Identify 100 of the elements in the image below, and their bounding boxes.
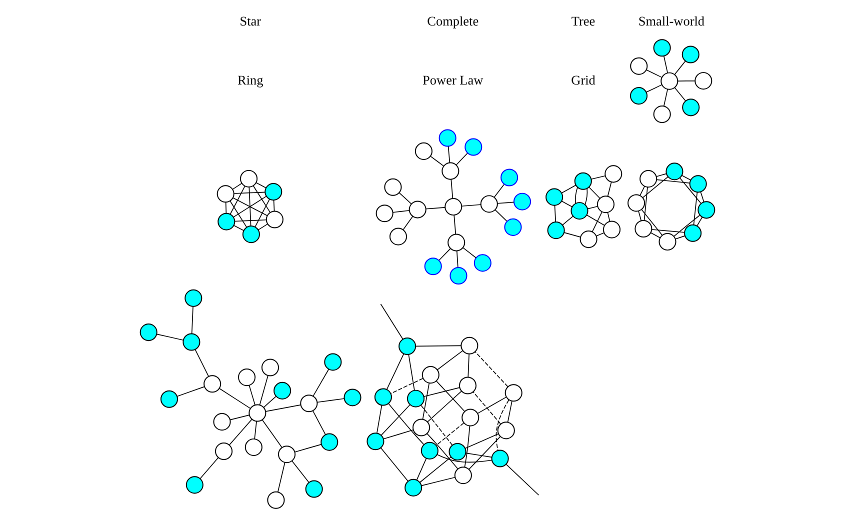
connector (561, 184, 576, 194)
connector (234, 192, 266, 194)
connector (386, 353, 404, 390)
node-circle (240, 170, 258, 188)
node-circle (630, 57, 648, 75)
connector (229, 418, 252, 446)
connector (638, 210, 642, 222)
node-circle (184, 289, 202, 307)
node-circle (454, 466, 472, 484)
connector (590, 175, 606, 180)
node-circle (140, 324, 158, 342)
connector (700, 191, 704, 202)
node-circle (438, 129, 456, 147)
connector (234, 225, 244, 231)
connector (607, 212, 610, 222)
node-circle (320, 433, 338, 451)
node-circle (513, 192, 532, 210)
node-circle (414, 142, 432, 160)
connector (464, 426, 470, 468)
node-circle (218, 212, 236, 230)
connector (419, 456, 452, 483)
connector (252, 185, 271, 213)
node-circle (408, 200, 426, 218)
connector (507, 400, 512, 423)
connector (650, 232, 661, 238)
node-circle (261, 358, 279, 376)
node-circle (658, 233, 676, 251)
connector (456, 250, 458, 268)
node-circle (216, 185, 234, 203)
connector (234, 219, 267, 222)
connector (416, 458, 427, 480)
connector (312, 368, 330, 397)
connector (273, 200, 275, 212)
node-circle (264, 183, 282, 201)
connector (416, 345, 462, 347)
connector (506, 464, 540, 496)
connector (663, 56, 668, 74)
connector (232, 182, 242, 190)
connector (248, 186, 252, 226)
connector (468, 354, 470, 378)
node-circle (398, 338, 416, 356)
connector (219, 388, 251, 409)
connector (421, 476, 456, 486)
connector (436, 350, 464, 370)
connector (176, 386, 205, 397)
label: Complete (427, 14, 479, 29)
node-circle (244, 438, 262, 456)
connector (392, 210, 410, 213)
node-circle (491, 450, 509, 468)
connector (254, 199, 270, 228)
node-circle (460, 336, 478, 354)
node-circle (448, 442, 466, 461)
connector (380, 304, 404, 340)
node-circle (160, 390, 178, 408)
label: Ring (238, 72, 264, 88)
node-circle (424, 258, 442, 276)
connector (554, 205, 556, 222)
connector (641, 209, 663, 236)
node-circle (694, 72, 712, 90)
connector (681, 174, 692, 180)
connector (376, 404, 382, 434)
connector (678, 80, 696, 82)
node-circle (213, 413, 231, 431)
node-circle (442, 162, 460, 180)
node-circle (630, 87, 648, 105)
connector (262, 419, 282, 448)
connector (225, 202, 227, 214)
node-circle (248, 404, 266, 422)
connector (674, 60, 686, 75)
connector (651, 229, 685, 233)
connector (607, 182, 612, 196)
connector (465, 452, 492, 458)
label: Tree (571, 14, 596, 29)
connector (430, 156, 444, 166)
connector (402, 216, 414, 230)
node-circle (689, 175, 707, 193)
node-circle (182, 333, 200, 351)
node-circle (412, 418, 430, 436)
node-circle (300, 394, 318, 412)
node-circle (497, 422, 515, 440)
connector (312, 410, 326, 436)
connector (230, 186, 246, 215)
connector (438, 248, 451, 261)
node-circle (420, 442, 438, 460)
connector (200, 457, 219, 479)
node-circle (404, 478, 422, 496)
connector (454, 214, 456, 234)
connector (258, 224, 268, 230)
node-circle (570, 202, 588, 220)
connector (194, 349, 209, 377)
node-circle (604, 165, 622, 183)
label: Small-world (638, 14, 705, 29)
connector (380, 448, 408, 482)
connector (424, 387, 460, 397)
connector (575, 187, 578, 204)
connector (436, 454, 492, 463)
connector (656, 179, 690, 184)
connector (461, 204, 482, 207)
connector (663, 89, 668, 106)
connector (383, 430, 414, 440)
